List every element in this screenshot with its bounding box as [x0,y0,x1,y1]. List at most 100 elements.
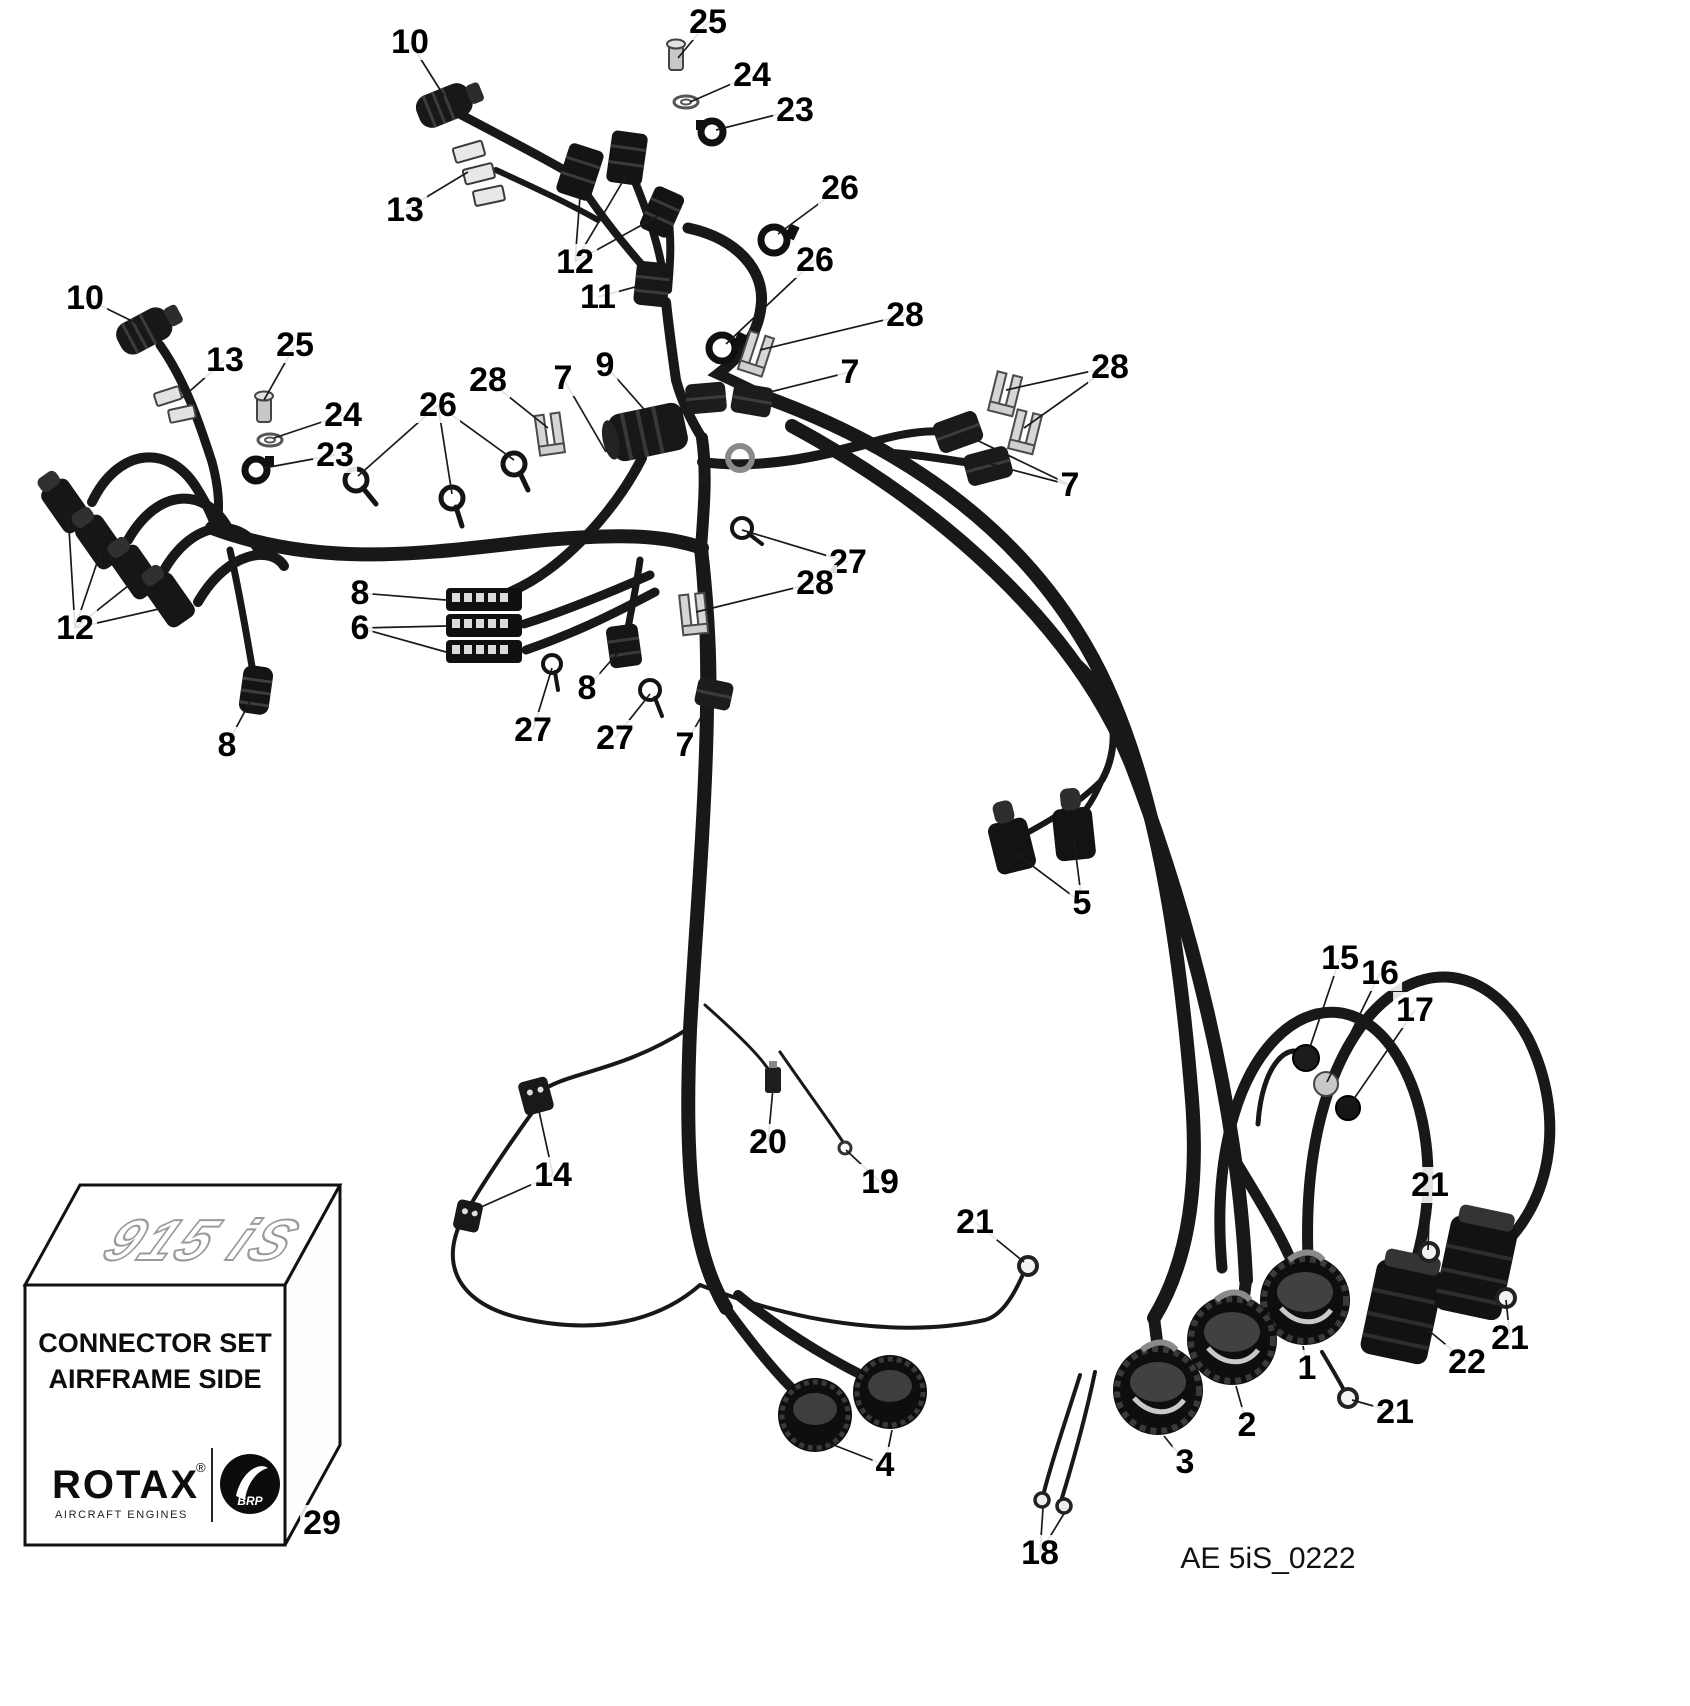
leader-line-23 [715,109,796,131]
connector-8 [606,623,642,669]
connector-7 [730,382,774,418]
ring-terminal-21 [1418,1241,1440,1263]
leader-line-2 [1235,1385,1248,1426]
clip-28 [736,329,776,378]
leader-line-7 [562,377,607,453]
leader-line-14 [536,1101,554,1176]
clip-28 [533,411,567,457]
connector-4 [853,1355,927,1429]
leader-line-16 [1326,972,1381,1083]
ring-terminal-21 [1337,1387,1359,1409]
leader-line-8 [359,592,447,601]
connector-12-top [606,130,648,186]
cable-tie-27 [730,516,764,546]
leader-line-9 [604,364,651,417]
leader-line-22 [1427,1329,1468,1363]
bolt-25 [666,38,686,71]
connector-12-top [639,186,685,238]
registered-mark: ® [196,1460,206,1475]
box-title-line1: CONNECTOR SET [38,1328,272,1358]
bolt-25 [254,390,274,423]
leader-line-21 [1351,1399,1396,1413]
leader-line-12 [574,215,659,263]
leader-line-10 [409,41,445,97]
connector-11 [633,261,671,307]
clamp-23 [696,117,727,147]
connector-4 [778,1378,852,1452]
brp-logo: BRP [220,1454,280,1514]
connector-14 [518,1076,554,1116]
leader-line-7 [989,463,1071,486]
leader-line-28 [487,379,549,429]
part-20 [765,1061,781,1093]
connector-7 [932,411,984,453]
ring-terminal-18 [1055,1497,1073,1515]
box-title-line2: AIRFRAME SIDE [48,1364,261,1394]
leader-line-24 [689,74,753,103]
connector-9 [601,402,688,462]
connector-5 [1052,787,1096,862]
connector-2 [1187,1289,1277,1385]
multipin-connector-block [446,588,522,663]
cable-tie-27 [638,678,664,718]
connector-set-box: 915 iS CONNECTOR SET AIRFRAME SIDE ROTAX… [22,1183,343,1547]
connector-7 [685,381,727,415]
leader-line-3 [1163,1435,1186,1463]
leader-line-7 [963,433,1071,486]
clip-28 [1006,408,1044,456]
clip-28 [986,370,1024,418]
connector-7 [694,677,734,711]
leader-line-10 [84,297,139,325]
connector-13 [472,184,506,207]
connector-22 [1360,1248,1444,1365]
leader-line-26 [437,404,453,495]
leader-line-19 [845,1149,881,1183]
rotax-logo-text: ROTAX [52,1463,199,1507]
part-17 [1335,1095,1361,1121]
washer-24 [256,432,284,448]
leader-line-4 [825,1441,886,1466]
leader-line-7 [753,371,851,397]
connector-13 [461,162,496,186]
leader-line-27 [741,529,849,563]
cable-tie-26 [500,450,531,493]
leader-line-12 [67,511,76,629]
leader-line-26 [437,404,515,461]
washer-24 [672,94,700,110]
leader-line-4 [884,1429,893,1466]
leader-line-1 [1302,1345,1308,1369]
connector-8-left [238,665,274,715]
leader-line-18 [1039,1511,1066,1554]
leader-line-26 [777,187,841,235]
leader-line-28 [695,582,816,613]
leader-line-25 [263,344,296,401]
cable-tie-27 [541,653,563,692]
leader-line-24 [273,414,344,439]
leader-line-18 [1039,1507,1044,1554]
rotax-logo-subtext: AIRCRAFT ENGINES [55,1509,188,1521]
leader-line-27 [614,693,651,739]
leader-line-26 [725,259,816,345]
clamp-26 [757,223,800,257]
leader-line-12 [74,547,103,629]
leader-line-6 [359,627,447,653]
leader-line-6 [359,625,447,629]
leader-line-21 [974,1221,1025,1263]
ring-terminal-18 [1033,1491,1051,1509]
clamp-center [725,443,755,473]
connector-13 [451,139,486,164]
drawing-code: AE 5iS_0222 [1180,1542,1355,1575]
leader-line-23 [263,454,336,469]
leader-line-28 [759,314,906,351]
leader-line-13 [181,359,226,399]
part-16 [1313,1071,1339,1097]
brp-logo-text: BRP [237,1494,263,1508]
connector-10-left [116,304,183,355]
leader-line-14 [469,1174,554,1213]
connector-3 [1113,1339,1203,1435]
connector-7 [963,446,1013,486]
leader-line-20 [767,1087,774,1143]
clip-13 [167,404,197,424]
